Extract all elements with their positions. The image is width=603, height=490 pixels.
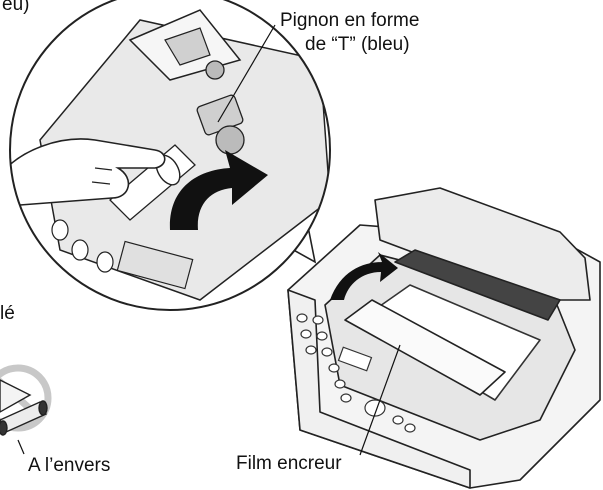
ink-film-label: Film encreur <box>236 453 342 474</box>
rotation-arrow-small <box>330 252 398 300</box>
control-panel-buttons <box>296 313 416 433</box>
gear-label-line2: de “T” (bleu) <box>305 34 410 55</box>
rotation-arrow-large <box>169 150 268 230</box>
reversed-film-roll <box>0 379 48 436</box>
top-left-label-fragment: eu) <box>2 0 30 15</box>
magnifier-circle <box>9 0 331 311</box>
leader-lines <box>17 24 401 456</box>
magnified-detail <box>10 0 330 310</box>
fax-machine-body <box>287 187 601 489</box>
left-label-fragment: lé <box>0 303 15 324</box>
reverse-label: A l’envers <box>28 455 111 476</box>
gear-label-line1: Pignon en forme <box>280 10 420 31</box>
